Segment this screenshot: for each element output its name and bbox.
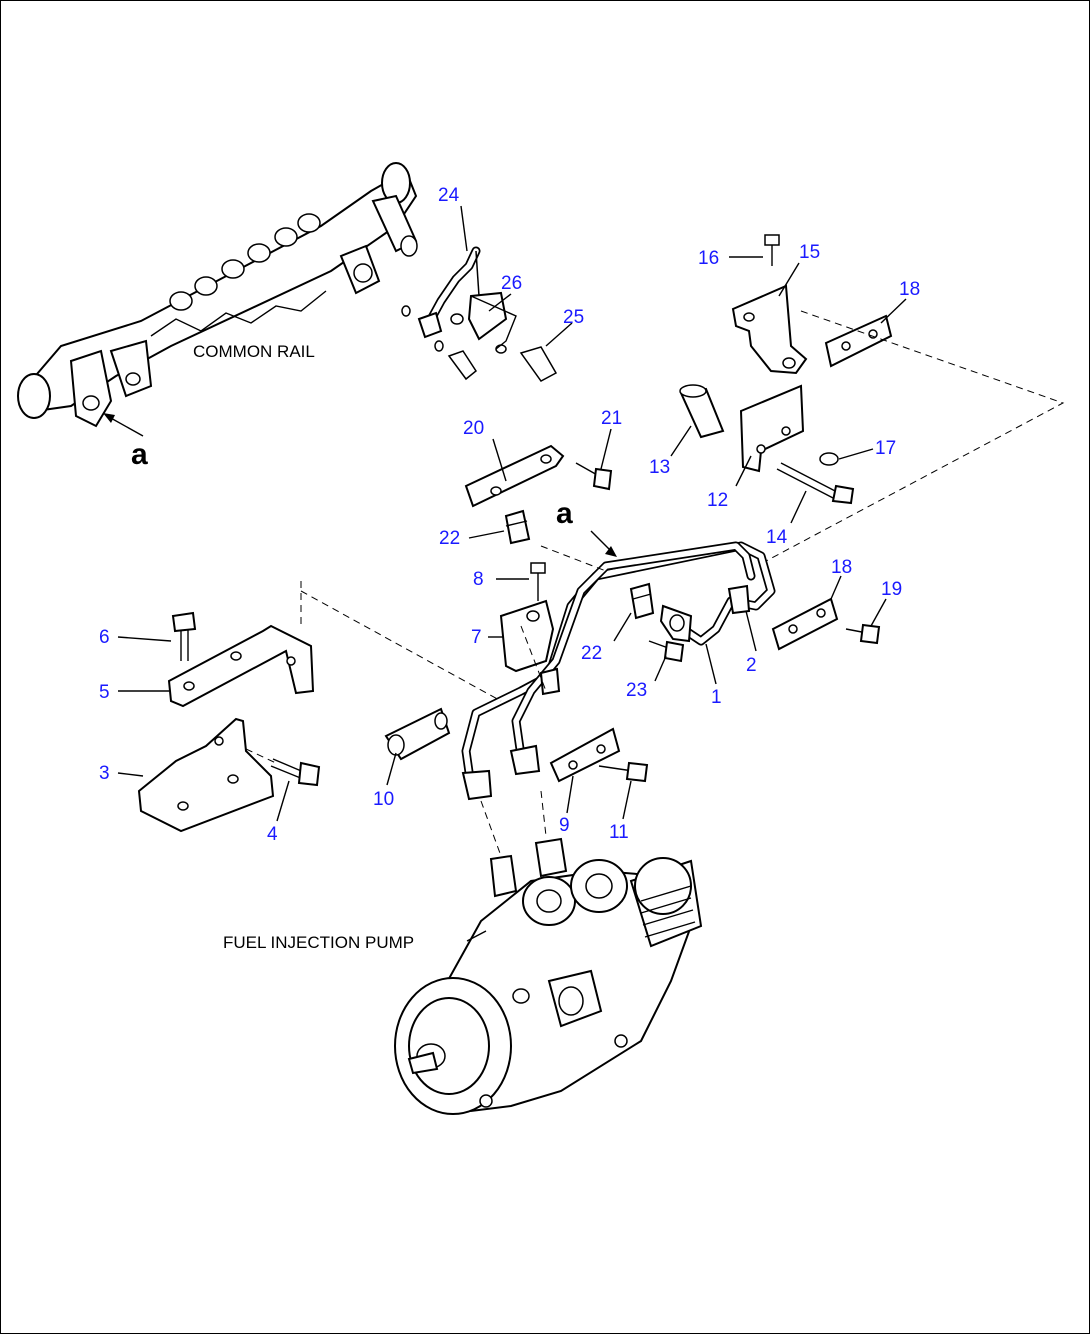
- clamp-18-lower: [771, 597, 839, 651]
- bracket-5: [167, 624, 315, 708]
- bolt-11: [598, 761, 649, 783]
- assembly-dashed-lines: [245, 310, 1065, 857]
- callout-20[interactable]: 20: [463, 418, 484, 439]
- callout-23[interactable]: 23: [626, 680, 647, 701]
- callout-2[interactable]: 2: [746, 655, 757, 676]
- callout-26[interactable]: 26: [501, 273, 522, 294]
- bolt-21: [575, 462, 613, 491]
- callout-1[interactable]: 1: [711, 687, 722, 708]
- bracket-20: [464, 444, 565, 508]
- clamp-9: [549, 727, 621, 783]
- callout-10[interactable]: 10: [373, 789, 394, 810]
- callout-5[interactable]: 5: [99, 682, 110, 703]
- callout-16[interactable]: 16: [698, 248, 719, 269]
- callout-24[interactable]: 24: [438, 185, 460, 206]
- callout-22-lower[interactable]: 22: [581, 643, 602, 664]
- leader-lines: [117, 205, 907, 822]
- callout-12[interactable]: 12: [707, 490, 728, 511]
- callout-21[interactable]: 21: [601, 408, 622, 429]
- common-rail: [17, 162, 418, 428]
- common-rail-caption: COMMON RAIL: [193, 342, 315, 361]
- callout-6[interactable]: 6: [99, 627, 110, 648]
- view-arrowhead-a-rail: [103, 413, 115, 423]
- pipe-nuts: [461, 584, 751, 801]
- bolt-23: [648, 640, 685, 663]
- bolt-16: [764, 234, 780, 266]
- bracket-12: [739, 384, 805, 473]
- clamp-10: [384, 707, 451, 761]
- callout-7[interactable]: 7: [471, 627, 482, 648]
- callout-9[interactable]: 9: [559, 815, 570, 836]
- spacer-13: [679, 384, 725, 439]
- callout-13[interactable]: 13: [649, 457, 670, 478]
- view-arrow-a-rail: [108, 416, 144, 437]
- view-mark-a-rail: a: [131, 438, 148, 471]
- fuel-pipe-2: [511, 541, 756, 761]
- callout-3[interactable]: 3: [99, 763, 110, 784]
- callout-22-upper[interactable]: 22: [439, 528, 460, 549]
- upper-bracket-15: [731, 284, 808, 375]
- callout-25[interactable]: 25: [563, 307, 584, 328]
- washer-17: [819, 452, 839, 466]
- clip-22-upper: [504, 509, 531, 545]
- callout-19[interactable]: 19: [881, 579, 902, 600]
- fuel-injection-pump: [394, 837, 703, 1115]
- view-arrowhead-a-pipe: [605, 546, 617, 557]
- clamp-7: [499, 599, 555, 673]
- bolt-19: [845, 623, 881, 645]
- bolt-4: [270, 758, 321, 787]
- clip-22-lower: [629, 582, 655, 620]
- bolt-6: [171, 611, 197, 661]
- callout-15[interactable]: 15: [799, 242, 820, 263]
- bolt-14: [776, 462, 855, 505]
- callout-14[interactable]: 14: [766, 527, 788, 548]
- callout-8[interactable]: 8: [473, 569, 484, 590]
- callout-4[interactable]: 4: [267, 824, 278, 845]
- view-mark-a-pipe: a: [556, 497, 573, 530]
- callout-18-upper[interactable]: 18: [899, 279, 920, 300]
- callout-11[interactable]: 11: [609, 822, 629, 843]
- bolt-8: [530, 562, 546, 601]
- fuel-injection-pump-caption: FUEL INJECTION PUMP: [223, 933, 414, 952]
- callout-18-lower[interactable]: 18: [831, 557, 852, 578]
- pump-caption-leader: [466, 930, 487, 942]
- callout-17[interactable]: 17: [875, 438, 896, 459]
- bracket-3: [137, 717, 275, 833]
- leak-off-pipe-assembly: [401, 246, 558, 382]
